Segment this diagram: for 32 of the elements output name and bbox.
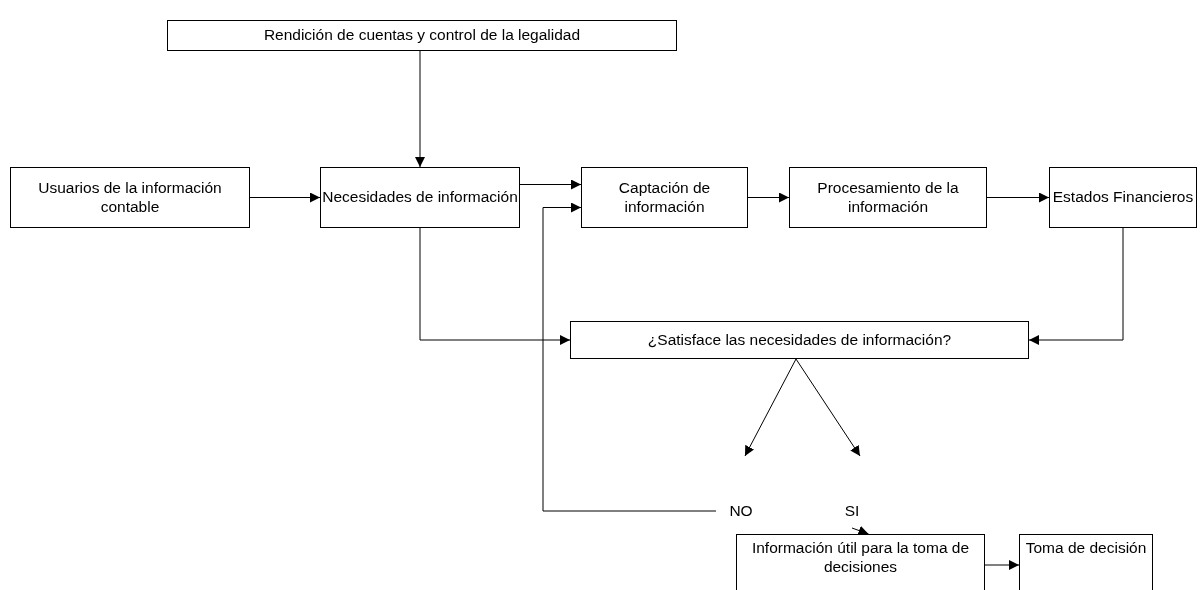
- branch-label: NO: [729, 501, 753, 521]
- arrow: [851, 525, 869, 536]
- arrow: [984, 560, 1020, 570]
- arrow: [519, 179, 582, 190]
- process-box: [320, 167, 520, 228]
- arrow: [986, 192, 1050, 203]
- process-box: [570, 321, 1029, 359]
- box-label: Información útil para la toma de decisiones: [750, 539, 971, 577]
- arrow: [1028, 227, 1124, 345]
- arrow: [249, 192, 321, 203]
- process-box: [1049, 167, 1197, 228]
- arrow: [795, 358, 861, 457]
- box-label: Usuarios de la información contable: [37, 178, 223, 217]
- process-box: [167, 20, 677, 51]
- process-box: [736, 534, 985, 590]
- box-label: Procesamiento de la información: [816, 178, 960, 217]
- arrow: [419, 227, 571, 345]
- process-box: [1019, 534, 1153, 590]
- arrow: [415, 50, 425, 168]
- process-box: [10, 167, 250, 228]
- arrow: [747, 192, 790, 203]
- branch-label: SI: [844, 501, 860, 521]
- arrow: [744, 358, 797, 457]
- arrow: [542, 202, 717, 512]
- box-label: Captación de información: [617, 178, 712, 217]
- box-label: Estados Financieros: [1052, 188, 1194, 207]
- box-label: Rendición de cuentas y control de la legalidad: [263, 26, 581, 45]
- box-label: ¿Satisface las necesidades de información?: [647, 330, 952, 350]
- process-box: [789, 167, 987, 228]
- box-label: Toma de decisión: [1025, 539, 1147, 558]
- process-box: [581, 167, 748, 228]
- box-label: Necesidades de información: [322, 188, 518, 207]
